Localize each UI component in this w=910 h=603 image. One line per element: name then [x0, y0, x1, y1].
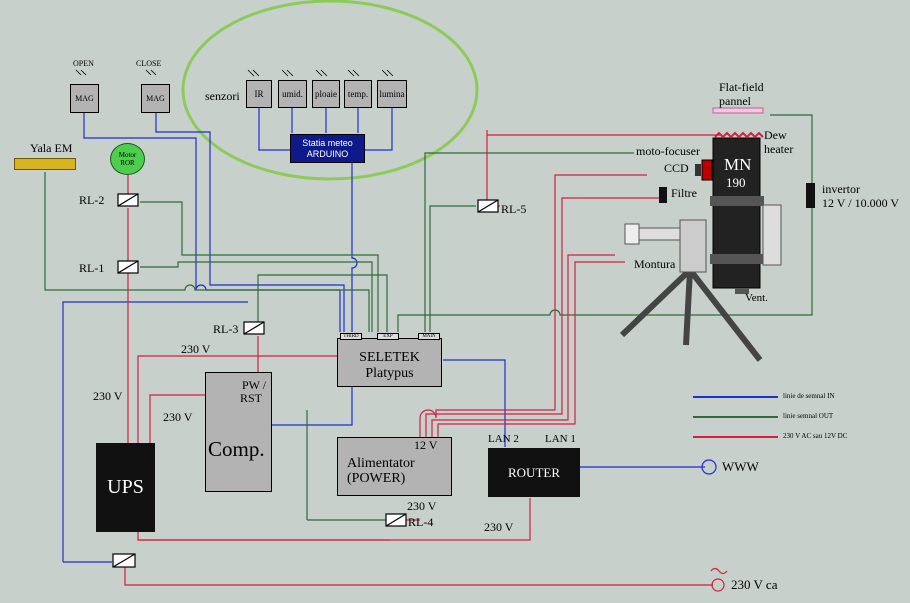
legend-label-in: linie de semnal IN — [783, 392, 835, 400]
legend-label-power: 230 V AC sau 12V DC — [783, 432, 848, 440]
rl4-label: RL-4 — [408, 515, 434, 529]
filtre-label: Filtre — [671, 186, 697, 200]
v230-router-label: 230 V — [484, 520, 514, 534]
relay-rl5-symbol — [477, 199, 499, 213]
sensor-light-rays — [75, 69, 394, 77]
alimentator-box — [337, 437, 452, 496]
signal-in-lines — [62, 108, 705, 563]
sensor-temp: temp. — [344, 80, 372, 108]
seletek-platypus: SELETEK Platypus — [337, 338, 442, 387]
v230-rl4-label: 230 V — [407, 499, 437, 513]
mn-num-label: 190 — [726, 175, 746, 190]
yala-em-bar — [14, 158, 76, 170]
weather-station-ellipse — [181, 0, 479, 181]
mains-label: 230 V ca — [731, 577, 778, 592]
relay-rl4-symbol — [385, 513, 407, 527]
ccd-label: CCD — [664, 161, 689, 175]
legend-label-out: linie semnal OUT — [783, 412, 834, 420]
mag-open-box: MAG — [70, 84, 99, 113]
seletek-port-third: THIRD — [340, 333, 362, 340]
motor-ror: Motor ROR — [110, 143, 145, 175]
seletek-port-main: MAIN — [418, 333, 440, 340]
senzori-label: senzori — [205, 89, 240, 103]
invertor-box — [806, 183, 815, 208]
computer-box — [205, 372, 272, 492]
alimentator-12v-label: 12 V — [414, 438, 438, 452]
relay-rl2-symbol — [117, 193, 139, 207]
comp-pw-label: PW / — [242, 378, 267, 392]
sensor-lumina: lumina — [377, 80, 407, 108]
v230-ups-label: 230 V — [93, 389, 123, 403]
arduino-weather-station: Statia meteo ARDUINO — [290, 134, 365, 163]
ups-box: UPS — [96, 443, 155, 532]
relay-rl3-symbol — [243, 321, 265, 335]
alimentator-line2: (POWER) — [347, 471, 406, 486]
power-lines — [124, 130, 720, 586]
v230-seletek-label: 230 V — [181, 342, 211, 356]
invertor-line1: invertor — [822, 182, 860, 196]
v230-comp-label: 230 V — [163, 410, 193, 424]
router-lan1-label: LAN 1 — [545, 433, 576, 445]
telescope-drawing — [619, 107, 782, 362]
sensor-umid: umid. — [278, 80, 307, 108]
rl2-label: RL-2 — [79, 193, 105, 207]
router-lan2-label: LAN 2 — [488, 433, 519, 445]
mag-open-label: OPEN — [73, 59, 94, 68]
vent-label: Vent. — [745, 292, 768, 304]
montura-label: Montura — [634, 257, 676, 271]
sensor-ploaie: ploaie — [312, 80, 340, 108]
focuser-label: moto-focuser — [636, 144, 700, 158]
heater-label: heater — [764, 142, 794, 156]
mains-symbol — [711, 578, 725, 592]
alimentator-line1: Alimentator — [347, 456, 415, 471]
www-symbol — [701, 459, 717, 475]
relay-mains-symbol — [112, 553, 136, 568]
flatfield-label: Flat-field — [719, 80, 764, 94]
invertor-line2: 12 V / 10.000 V — [822, 196, 900, 210]
pannel-label: pannel — [719, 94, 751, 108]
yala-em-label: Yala EM — [30, 141, 73, 155]
seletek-port-exp: EXP — [377, 333, 399, 340]
mag-close-label: CLOSE — [136, 59, 162, 68]
rl5-label: RL-5 — [501, 202, 527, 216]
seletek-subtitle: Platypus — [365, 365, 414, 381]
rl3-label: RL-3 — [213, 322, 239, 336]
dew-label: Dew — [764, 128, 787, 142]
rl1-label: RL-1 — [79, 261, 105, 275]
www-label: WWW — [722, 459, 759, 474]
sensor-ir: IR — [246, 80, 272, 108]
comp-name: Comp. — [208, 437, 265, 461]
mn-label: MN — [724, 155, 752, 174]
mag-close-box: MAG — [141, 84, 170, 113]
relay-rl1-symbol — [117, 260, 139, 274]
comp-rst-label: RST — [240, 391, 263, 405]
seletek-title: SELETEK — [359, 349, 420, 365]
router-box: ROUTER — [488, 448, 580, 497]
